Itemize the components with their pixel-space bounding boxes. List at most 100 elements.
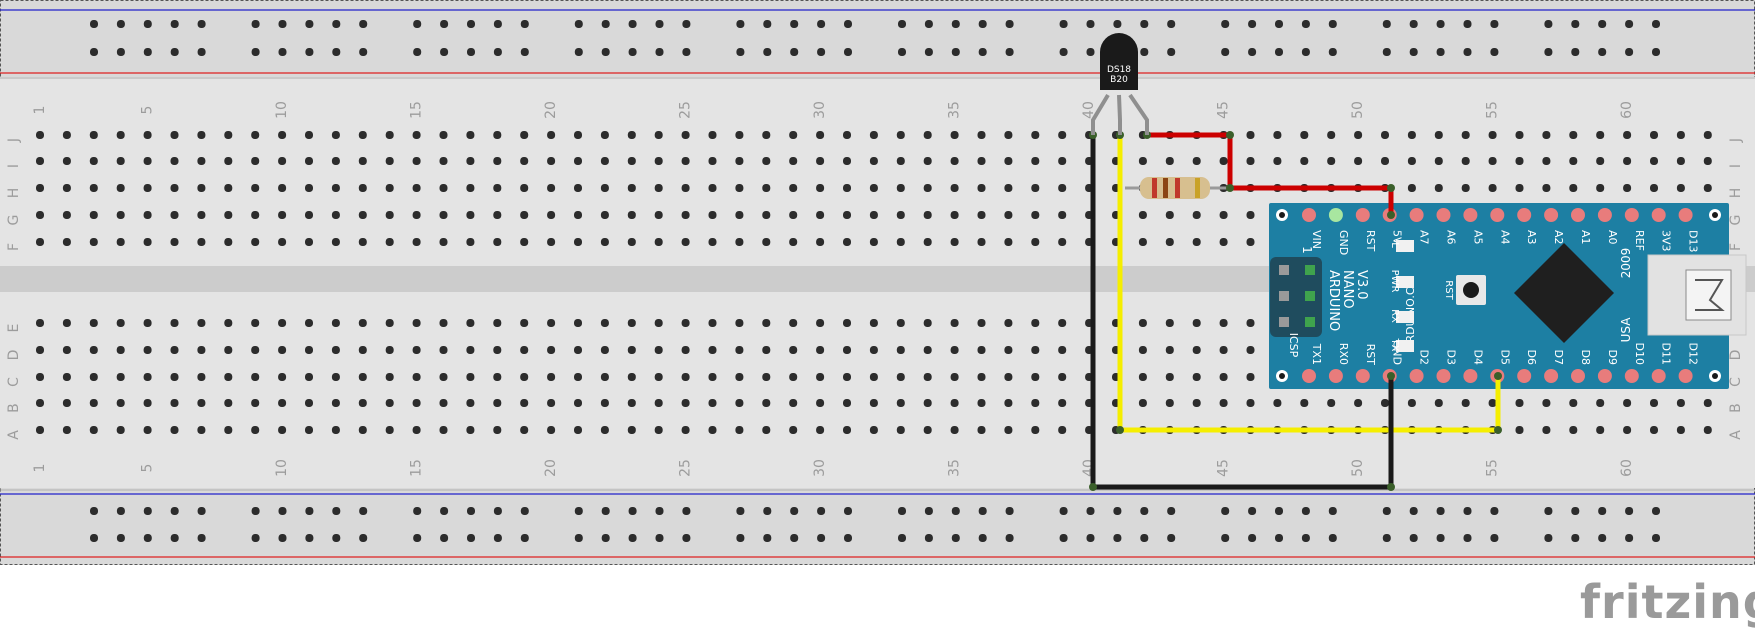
terminal-hole [1354, 157, 1363, 165]
terminal-hole [412, 346, 421, 354]
terminal-hole [385, 184, 394, 192]
pin-label-top: A4 [1498, 230, 1511, 245]
rail-hole [1248, 20, 1257, 28]
terminal-hole [197, 346, 206, 354]
rail-hole [493, 534, 502, 542]
rail-hole [1086, 507, 1095, 515]
terminal-hole [305, 211, 313, 219]
pin-label-bottom: D12 [1687, 343, 1700, 365]
rail-hole [251, 534, 260, 542]
terminal-hole [224, 373, 233, 381]
rail-hole [817, 20, 826, 28]
terminal-hole [1381, 399, 1389, 407]
terminal-hole [1031, 426, 1040, 434]
terminal-hole [278, 319, 287, 327]
microcontroller-chip [1514, 243, 1614, 343]
wire-endpoint [1494, 372, 1502, 380]
terminal-hole [600, 184, 609, 192]
terminal-hole [520, 399, 529, 407]
terminal-hole [843, 238, 851, 246]
header-pin-top [1490, 208, 1505, 222]
terminal-hole [143, 238, 152, 246]
rail-hole [1221, 507, 1230, 515]
terminal-hole [1058, 238, 1067, 246]
terminal-hole [1461, 157, 1470, 165]
terminal-hole [520, 373, 529, 381]
rail-hole [1301, 507, 1310, 515]
terminal-hole [1623, 157, 1632, 165]
terminal-hole [116, 211, 125, 219]
header-pin-top [1624, 208, 1639, 222]
terminal-hole [923, 399, 932, 407]
rail-hole [1571, 20, 1580, 28]
rail-hole [817, 48, 826, 56]
terminal-hole [816, 131, 825, 139]
rail-hole [413, 507, 422, 515]
terminal-hole [1138, 238, 1147, 246]
terminal-hole [197, 238, 206, 246]
column-number-bottom: 10 [274, 459, 290, 477]
terminal-hole [896, 399, 905, 407]
terminal-hole [520, 131, 529, 139]
column-number-top: 45 [1216, 101, 1232, 119]
terminal-hole [1192, 157, 1201, 165]
terminal-hole [385, 399, 394, 407]
terminal-hole [1407, 399, 1416, 407]
rail-hole [1463, 48, 1472, 56]
terminal-hole [1192, 346, 1201, 354]
terminal-hole [1246, 319, 1255, 327]
rail-hole [844, 507, 852, 515]
terminal-hole [896, 131, 905, 139]
terminal-hole [843, 319, 851, 327]
rail-hole [278, 507, 287, 515]
column-number-bottom: 20 [543, 459, 559, 477]
terminal-hole [224, 426, 233, 434]
rail-hole [601, 507, 610, 515]
terminal-hole [977, 157, 986, 165]
terminal-hole [923, 157, 932, 165]
rail-hole [736, 20, 745, 28]
terminal-hole [170, 211, 179, 219]
terminal-hole [1165, 346, 1174, 354]
terminal-hole [412, 184, 421, 192]
terminal-hole [1219, 319, 1228, 327]
rail-hole [1625, 507, 1634, 515]
rail-hole [628, 20, 637, 28]
rail-hole [1382, 534, 1391, 542]
rail-hole [197, 534, 206, 542]
terminal-hole [36, 157, 44, 165]
pin-label-bottom: D5 [1498, 350, 1511, 365]
terminal-hole [547, 346, 556, 354]
terminal-hole [36, 131, 44, 139]
terminal-hole [224, 346, 233, 354]
terminal-hole [654, 238, 663, 246]
rail-hole [90, 507, 98, 515]
terminal-hole [627, 373, 636, 381]
terminal-hole [1031, 157, 1040, 165]
reset-label: RST [1443, 280, 1454, 300]
terminal-hole [1031, 238, 1040, 246]
terminal-hole [493, 131, 502, 139]
terminal-hole [466, 426, 475, 434]
terminal-hole [1569, 399, 1578, 407]
row-letter-right: J [1728, 138, 1744, 143]
rail-hole [951, 507, 960, 515]
rail-hole [520, 48, 529, 56]
header-pin-top [1409, 208, 1424, 222]
terminal-hole [600, 131, 609, 139]
rail-hole [790, 48, 799, 56]
terminal-hole [493, 157, 502, 165]
terminal-hole [843, 184, 851, 192]
column-number-top: 40 [1081, 101, 1097, 119]
terminal-hole [574, 238, 582, 246]
terminal-hole [1488, 184, 1497, 192]
rail-hole [924, 534, 933, 542]
terminal-hole [923, 184, 932, 192]
terminal-hole [762, 184, 771, 192]
rail-hole [1275, 507, 1283, 515]
rail-hole [90, 20, 98, 28]
terminal-hole [466, 157, 475, 165]
terminal-hole [816, 373, 825, 381]
terminal-hole [789, 238, 798, 246]
terminal-hole [1246, 238, 1255, 246]
